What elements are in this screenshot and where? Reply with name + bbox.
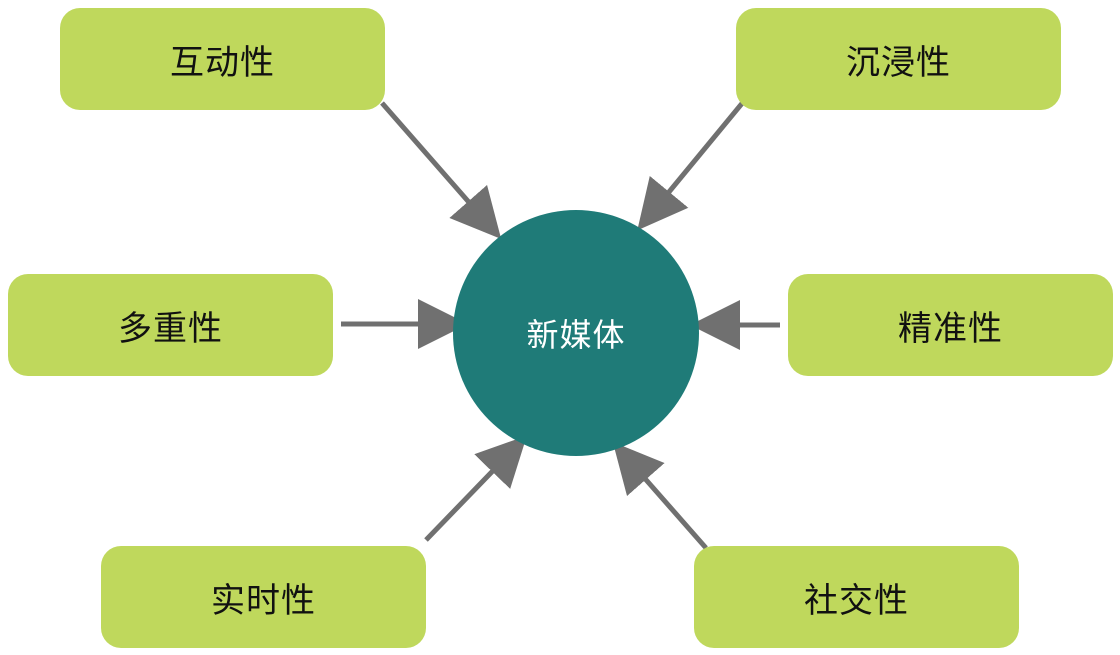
- arrow-interactivity: [380, 101, 502, 240]
- node-social: 社交性: [694, 546, 1019, 648]
- arrow-realtime: [424, 435, 527, 542]
- node-precision-label: 精准性: [898, 308, 1003, 349]
- node-social-label: 社交性: [804, 580, 909, 621]
- center-label: 新媒体: [526, 316, 626, 354]
- node-multiplicity: 多重性: [8, 274, 333, 376]
- center-node: 新媒体: [453, 210, 699, 456]
- node-immersion-label: 沉浸性: [846, 42, 951, 83]
- arrow-social: [612, 441, 708, 550]
- node-immersion: 沉浸性: [736, 8, 1061, 110]
- node-interactivity-label: 互动性: [170, 42, 275, 83]
- node-interactivity: 互动性: [60, 8, 385, 110]
- node-realtime: 实时性: [101, 546, 426, 648]
- node-multiplicity-label: 多重性: [118, 308, 223, 349]
- node-realtime-label: 实时性: [211, 580, 316, 621]
- node-precision: 精准性: [788, 274, 1113, 376]
- arrow-immersion: [637, 99, 746, 231]
